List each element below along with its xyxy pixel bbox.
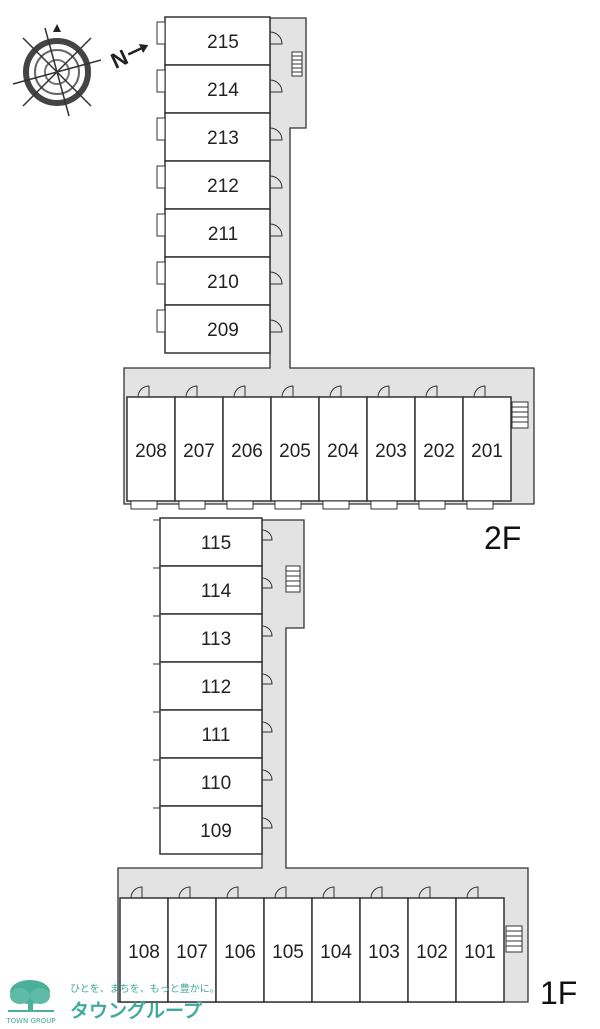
stairs-icon xyxy=(285,565,301,593)
room-212: 212 xyxy=(156,160,283,210)
room-number: 206 xyxy=(231,441,263,462)
room-107: 107 xyxy=(167,886,217,1003)
corridor-2f xyxy=(123,17,535,505)
stairs-icon xyxy=(511,401,529,429)
room-101: 101 xyxy=(455,886,505,1003)
room-109: 109 xyxy=(153,805,273,855)
room-206: 206 xyxy=(222,385,272,510)
room-213: 213 xyxy=(156,112,283,162)
room-number: 202 xyxy=(423,441,455,462)
room-number: 110 xyxy=(201,773,231,794)
room-number: 204 xyxy=(327,441,359,462)
corridor-1f xyxy=(117,519,529,1003)
room-number: 102 xyxy=(416,942,448,963)
room-number: 104 xyxy=(320,942,352,963)
room-215: 215 xyxy=(156,16,283,66)
compass-icon xyxy=(12,24,102,117)
room-205: 205 xyxy=(270,385,320,510)
wing-2f: 215 214 213 212 211 xyxy=(156,16,283,354)
logo-small-text: TOWN GROUP xyxy=(5,1017,55,1025)
room-number: 113 xyxy=(201,629,231,650)
room-number: 208 xyxy=(135,441,167,462)
row-2f: 208 207 206 205 204 xyxy=(126,385,512,510)
room-number: 212 xyxy=(207,176,239,197)
room-number: 214 xyxy=(207,80,239,101)
room-113: 113 xyxy=(153,613,273,663)
room-number: 103 xyxy=(368,942,400,963)
room-214: 214 xyxy=(156,64,283,114)
room-number: 105 xyxy=(272,942,304,963)
room-110: 110 xyxy=(153,757,273,807)
room-number: 109 xyxy=(200,821,232,842)
stairs-icon xyxy=(505,925,523,953)
floor-label-1f: 1F xyxy=(540,975,577,1011)
room-number: 213 xyxy=(207,128,239,149)
room-105: 105 xyxy=(263,886,313,1003)
row-1f: 108 107 106 105 104 103 xyxy=(119,886,505,1003)
floor-label-2f: 2F xyxy=(484,520,521,556)
room-114: 114 xyxy=(153,565,273,615)
room-number: 211 xyxy=(208,224,238,245)
logo-tagline: ひとを、まちを、もっと豊かに。 xyxy=(70,982,220,995)
wing-1f: 115 114 113 112 111 xyxy=(153,517,273,855)
room-number: 114 xyxy=(201,581,232,602)
room-number: 115 xyxy=(201,533,231,554)
room-115: 115 xyxy=(153,517,273,567)
room-108: 108 xyxy=(119,886,169,1003)
room-number: 209 xyxy=(207,320,239,341)
north-indicator: N xyxy=(107,43,149,74)
room-204: 204 xyxy=(318,385,368,510)
room-203: 203 xyxy=(366,385,416,510)
room-111: 111 xyxy=(153,709,273,759)
stairs-icon xyxy=(291,51,303,77)
room-number: 106 xyxy=(224,942,256,963)
room-112: 112 xyxy=(153,661,273,711)
room-208: 208 xyxy=(126,385,176,510)
room-number: 203 xyxy=(375,441,407,462)
tree-logo-icon xyxy=(8,980,54,1012)
logo-name: タウングループ xyxy=(70,999,203,1022)
room-number: 210 xyxy=(207,272,239,293)
room-106: 106 xyxy=(215,886,265,1003)
room-209: 209 xyxy=(156,304,283,354)
room-number: 215 xyxy=(207,32,239,53)
room-202: 202 xyxy=(414,385,464,510)
room-number: 111 xyxy=(202,725,231,746)
room-104: 104 xyxy=(311,886,361,1003)
room-102: 102 xyxy=(407,886,457,1003)
room-number: 205 xyxy=(279,441,311,462)
north-label: N xyxy=(107,44,132,73)
room-number: 107 xyxy=(176,942,208,963)
room-number: 101 xyxy=(464,942,496,963)
room-201: 201 xyxy=(462,385,512,510)
room-number: 207 xyxy=(183,441,215,462)
company-logo: TOWN GROUP ひとを、まちを、もっと豊かに。 タウングループ xyxy=(0,974,220,1029)
room-207: 207 xyxy=(174,385,224,510)
room-number: 201 xyxy=(471,441,503,462)
room-103: 103 xyxy=(359,886,409,1003)
room-number: 112 xyxy=(201,677,231,698)
room-number: 108 xyxy=(128,942,160,963)
room-210: 210 xyxy=(156,256,283,306)
room-211: 211 xyxy=(156,208,283,258)
